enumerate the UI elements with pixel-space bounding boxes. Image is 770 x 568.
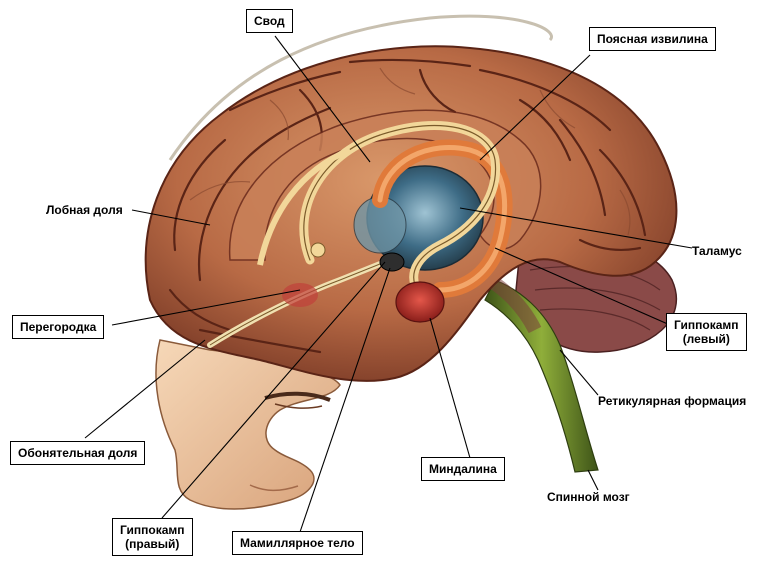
label-gippokamp-pravyi: Гиппокамп (правый) xyxy=(112,518,193,556)
label-lobnaya-dolya: Лобная доля xyxy=(46,203,123,217)
label-obonyatelnaya-dolya: Обонятельная доля xyxy=(10,441,146,465)
mamillary-body xyxy=(379,252,405,272)
label-gippokamp-pravyi-line2: (правый) xyxy=(125,537,180,551)
label-gippokamp-levyi-line2: (левый) xyxy=(682,332,730,346)
amygdala xyxy=(395,281,445,323)
label-gippokamp-pravyi-line1: Гиппокамп xyxy=(120,523,185,537)
label-retikulyarnaya-formatsiya: Ретикулярная формация xyxy=(598,394,747,408)
skull-outline xyxy=(168,14,553,161)
label-gippokamp-levyi: Гиппокамп (левый) xyxy=(666,313,747,351)
label-poyasnaya-izvilina: Поясная извилина xyxy=(589,27,716,51)
leader-lines xyxy=(84,35,693,533)
label-talamus: Таламус xyxy=(692,244,742,258)
face-profile xyxy=(155,339,341,510)
label-spinnoy-mozg: Спинной мозг xyxy=(547,490,630,504)
label-mamillyarnoe-telo: Мамиллярное тело xyxy=(232,531,363,555)
label-mindalina: Миндалина xyxy=(421,457,505,481)
label-svod: Свод xyxy=(246,9,293,33)
label-peregorodka: Перегородка xyxy=(12,315,105,339)
label-gippokamp-levyi-line1: Гиппокамп xyxy=(674,318,739,332)
